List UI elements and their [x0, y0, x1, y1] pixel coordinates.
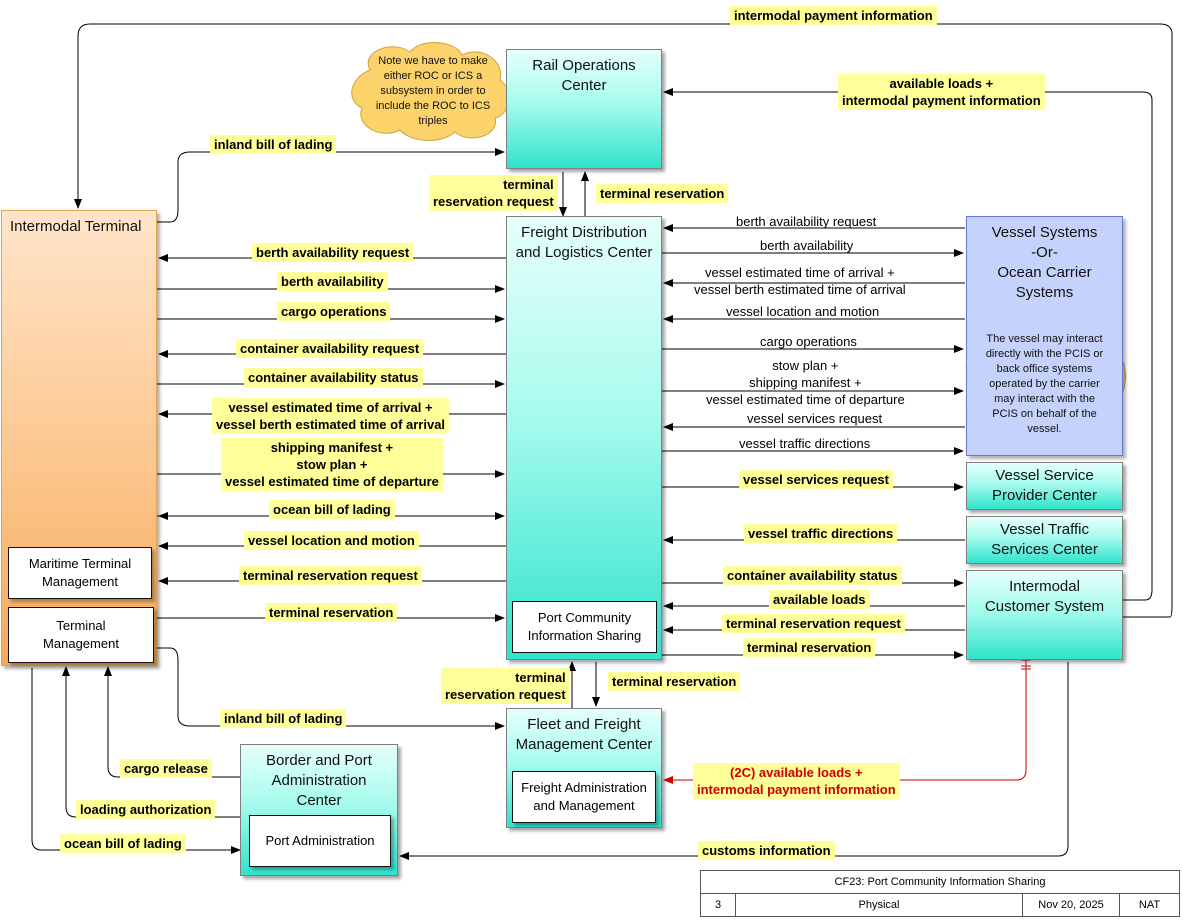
- vessel-interaction-note: The vessel may interact directly with th…: [985, 333, 1104, 435]
- flow-label-vsp-services-request: vessel services request: [739, 470, 893, 489]
- flow-label-vs-traffic-directions: vessel traffic directions: [739, 436, 871, 451]
- flow-label-it-shipping-manifest: shipping manifest + stow plan + vessel e…: [221, 438, 443, 491]
- fleet-freight-management-center-title: Fleet and Freight Management Center: [515, 716, 653, 753]
- flow-label-it-terminal-reservation-request: terminal reservation request: [239, 566, 422, 585]
- flow-label-it-vessel-eta: vessel estimated time of arrival + vesse…: [212, 398, 450, 434]
- flow-label-vs-cargo-operations: cargo operations: [760, 334, 857, 349]
- flow-label-ics-available-loads: available loads: [769, 590, 870, 609]
- terminal-management-box[interactable]: Terminal Management: [8, 607, 154, 663]
- title-block-date: Nov 20, 2025: [1022, 893, 1120, 917]
- border-port-administration-center-box[interactable]: Border and Port Administration Center Po…: [240, 744, 398, 876]
- freight-administration-management-box[interactable]: Freight Administration and Management: [512, 771, 656, 823]
- flow-label-intermodal-payment-top: intermodal payment information: [730, 6, 937, 25]
- border-port-administration-center-title: Border and Port Administration Center: [266, 752, 372, 809]
- title-block-scope: NAT: [1119, 893, 1180, 917]
- flow-label-inland-bol-top: inland bill of lading: [210, 135, 337, 154]
- flow-label-vs-vessel-location: vessel location and motion: [726, 304, 880, 319]
- vessel-service-provider-center-box[interactable]: Vessel Service Provider Center: [966, 462, 1123, 510]
- flow-label-ics-terminal-reservation: terminal reservation: [743, 638, 876, 657]
- flow-label-ocean-bol-bottom: ocean bill of lading: [60, 834, 186, 853]
- port-administration-box[interactable]: Port Administration: [249, 815, 391, 867]
- flow-label-vs-vessel-eta: vessel estimated time of arrival + vesse…: [694, 265, 906, 297]
- flow-label-customs-information: customs information: [698, 841, 835, 860]
- vessel-systems-title: Vessel Systems -Or- Ocean Carrier System…: [991, 224, 1098, 301]
- flow-label-it-cargo-operations: cargo operations: [277, 302, 391, 321]
- flow-label-it-berth-availability-request: berth availability request: [252, 243, 414, 262]
- flow-label-it-vessel-location: vessel location and motion: [244, 531, 419, 550]
- flow-label-inland-bol-bottom: inland bill of lading: [220, 709, 347, 728]
- freight-distribution-logistics-center-title: Freight Distribution and Logistics Cente…: [515, 224, 653, 261]
- flow-label-available-loads-payment: available loads + intermodal payment inf…: [838, 74, 1045, 110]
- flow-label-terminal-reservation-top: terminal reservation: [596, 184, 729, 203]
- flow-label-vs-stow-plan: stow plan + shipping manifest + vessel e…: [706, 358, 905, 407]
- maritime-terminal-management-box[interactable]: Maritime Terminal Management: [8, 547, 152, 599]
- vessel-service-provider-center-title: Vessel Service Provider Center: [991, 467, 1098, 504]
- intermodal-terminal-box[interactable]: Intermodal Terminal Maritime Terminal Ma…: [1, 210, 157, 666]
- title-block-view: Physical: [735, 893, 1023, 917]
- flow-label-loading-authorization: loading authorization: [76, 800, 216, 819]
- flow-label-it-container-availability-status: container availability status: [244, 368, 423, 387]
- flow-label-cargo-release: cargo release: [120, 759, 212, 778]
- rail-operations-center-title: Rail Operations Center: [532, 57, 636, 94]
- rail-operations-center-box[interactable]: Rail Operations Center: [506, 49, 662, 169]
- flow-label-it-berth-availability: berth availability: [277, 272, 388, 291]
- flow-label-vts-traffic-directions: vessel traffic directions: [744, 524, 898, 543]
- flow-label-it-ocean-bol: ocean bill of lading: [269, 500, 395, 519]
- title-block-title: CF23: Port Community Information Sharing: [700, 870, 1180, 894]
- flow-label-ff-terminal-reservation: terminal reservation: [608, 672, 741, 691]
- flow-label-ics-terminal-reservation-request: terminal reservation request: [722, 614, 905, 633]
- flow-label-vs-berth-availability: berth availability: [760, 238, 854, 253]
- flow-label-ics-container-availability-status: container availability status: [723, 566, 902, 585]
- title-block-number: 3: [700, 893, 736, 917]
- flow-label-2c-available-loads: (2C) available loads + intermodal paymen…: [693, 763, 900, 799]
- vessel-traffic-services-center-title: Vessel Traffic Services Center: [991, 521, 1098, 558]
- flow-label-vs-services-request: vessel services request: [747, 411, 883, 426]
- intermodal-customer-system-box[interactable]: Intermodal Customer System: [966, 570, 1123, 660]
- vessel-systems-box[interactable]: Vessel Systems -Or- Ocean Carrier System…: [966, 216, 1123, 456]
- flow-label-it-terminal-reservation: terminal reservation: [265, 603, 398, 622]
- title-block: CF23: Port Community Information Sharing…: [700, 870, 1180, 917]
- flow-label-terminal-reservation-request-top: terminal reservation request: [429, 175, 558, 211]
- intermodal-customer-system-title: Intermodal Customer System: [984, 578, 1105, 615]
- flow-label-it-container-availability-request: container availability request: [236, 339, 424, 358]
- rail-operations-note: Note we have to make either ROC or ICS a…: [375, 55, 491, 127]
- intermodal-terminal-title: Intermodal Terminal: [10, 218, 142, 235]
- fleet-freight-management-center-box[interactable]: Fleet and Freight Management Center Frei…: [506, 708, 662, 828]
- freight-distribution-logistics-center-box[interactable]: Freight Distribution and Logistics Cente…: [506, 216, 662, 660]
- flow-label-vs-berth-availability-request: berth availability request: [736, 214, 877, 229]
- flow-label-ff-terminal-reservation-request: terminal reservation request: [441, 668, 570, 704]
- vessel-traffic-services-center-box[interactable]: Vessel Traffic Services Center: [966, 516, 1123, 564]
- port-community-information-sharing-box[interactable]: Port Community Information Sharing: [512, 601, 657, 653]
